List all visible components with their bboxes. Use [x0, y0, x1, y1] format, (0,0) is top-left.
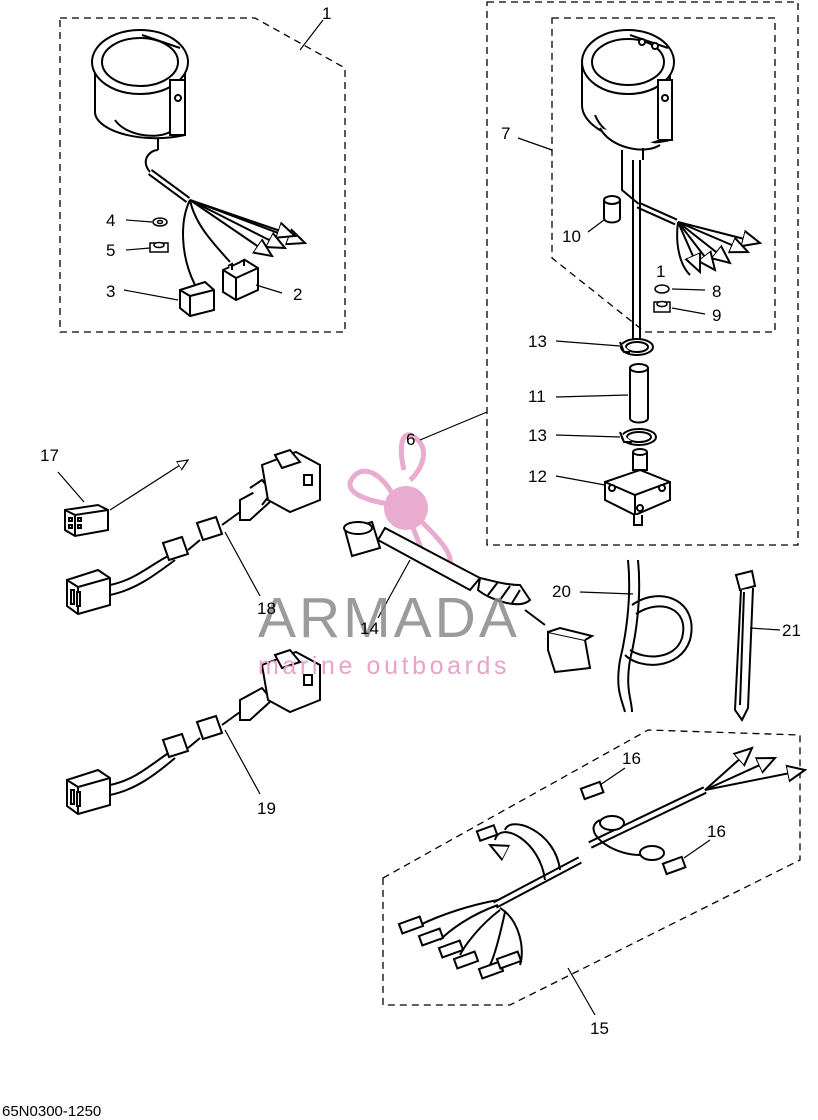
callout-5: 5: [106, 241, 116, 260]
sensor-12: [604, 448, 671, 526]
callout-1b: 1: [656, 262, 666, 281]
group-box-7: [551, 17, 776, 333]
callout-2: 2: [293, 285, 303, 304]
callout-11: 11: [528, 387, 546, 406]
leader-1: [299, 19, 324, 51]
callout-20: 20: [552, 582, 571, 601]
clamp-13-lower: [619, 428, 657, 446]
callout-8: 8: [712, 282, 722, 301]
tube-20: [617, 559, 693, 713]
gauge-1-harness: [144, 149, 305, 286]
callout-16-upper: 16: [622, 749, 641, 768]
callout-13-upper: 13: [528, 332, 547, 351]
terminal-cap-16-lower: [661, 855, 687, 876]
callout-17: 17: [40, 446, 59, 465]
gauge-7: [581, 29, 675, 160]
callout-12: 12: [528, 467, 547, 486]
connector-2: [222, 258, 259, 302]
adapter-harness-19: [66, 648, 321, 816]
connector-17: [64, 503, 109, 538]
callout-9: 9: [712, 306, 722, 325]
hose-11: [629, 363, 649, 424]
terminal-cap-16-upper: [579, 780, 605, 801]
washer-4: [152, 217, 168, 227]
callout-18: 18: [257, 599, 276, 618]
main-harness-15: [397, 748, 805, 980]
adapter-harness-18: [66, 448, 321, 616]
nut-9: [653, 300, 671, 313]
callout-3: 3: [106, 282, 116, 301]
gauge-7-harness: [621, 150, 760, 276]
callout-14: 14: [360, 619, 379, 638]
callout-15: 15: [590, 1019, 609, 1038]
connector-3: [179, 280, 215, 318]
callout-6: 6: [406, 430, 416, 449]
callout-1: 1: [322, 4, 332, 23]
callout-4: 4: [106, 211, 116, 230]
callout-21: 21: [782, 621, 801, 640]
callout-19: 19: [257, 799, 276, 818]
watermark-brand: ARMADA: [258, 586, 520, 650]
gauge-1: [91, 29, 189, 150]
diagram-code: 65N0300-1250: [2, 1103, 102, 1120]
clamp-13-upper: [619, 338, 654, 356]
group-box-6: [486, 1, 799, 546]
pressure-tube: [632, 160, 641, 340]
callout-13-lower: 13: [528, 426, 547, 445]
callout-16-lower: 16: [707, 822, 726, 841]
cap-10: [603, 195, 621, 224]
watermark-tagline: marine outboards: [258, 652, 511, 680]
group-box-15: [382, 729, 801, 1006]
callout-10: 10: [562, 227, 581, 246]
nut-5: [149, 241, 169, 253]
group-box-1: [59, 17, 346, 333]
callout-7: 7: [501, 124, 511, 143]
cable-tie-21: [733, 569, 757, 722]
sender-14: [343, 520, 595, 674]
washer-8: [654, 284, 670, 294]
